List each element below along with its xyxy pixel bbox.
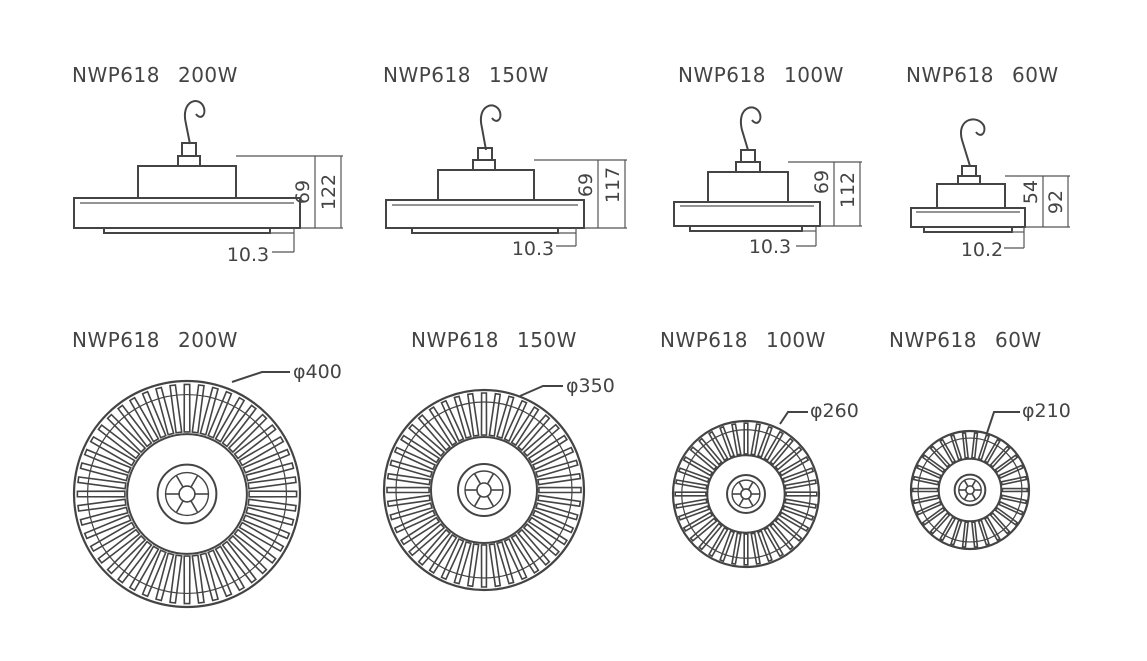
- top-60w-outer-ring: [909, 429, 1031, 551]
- top-200w-outer-ring: [72, 379, 302, 609]
- top-200w-fins: [76, 383, 298, 605]
- top-200w-inner-ring: [86, 393, 288, 595]
- top-100w-diameter: φ260: [810, 400, 859, 422]
- top-150w-inner-ring: [395, 401, 573, 579]
- side-view-100w: 69 112 10.3: [673, 106, 862, 258]
- top-view-100w: [671, 419, 821, 569]
- side-100w-height-total: 112: [837, 172, 859, 208]
- top-150w-outer-ring: [382, 388, 586, 592]
- top-60w-diameter: φ210: [1022, 400, 1071, 422]
- top-150w-diameter-callout: φ350: [519, 375, 615, 397]
- top-view-150w: [382, 388, 586, 592]
- side-view-60w: 54 92 10.2: [910, 118, 1070, 261]
- side-150w-height-body: 69: [575, 173, 597, 197]
- top-60w-middle-ring: [937, 457, 1003, 523]
- top-200w-diameter-callout: φ400: [231, 361, 342, 383]
- side-200w-height-total: 122: [318, 174, 340, 210]
- side-150w-height-total: 117: [602, 167, 624, 203]
- top-view-60w: [909, 429, 1031, 551]
- top-view-200w: [72, 379, 302, 609]
- top-200w-diameter: φ400: [293, 361, 342, 383]
- top-100w-fins: [674, 422, 818, 566]
- side-view-200w: 69 122 10.3: [73, 100, 343, 266]
- top-150w-diameter: φ350: [566, 375, 615, 397]
- top-100w-outer-ring: [671, 419, 821, 569]
- side-200w-lens: 10.3: [227, 244, 269, 266]
- top-150w-middle-ring: [430, 436, 538, 544]
- top-100w-diameter-callout: φ260: [779, 400, 859, 425]
- top-60w-fins: [912, 432, 1028, 548]
- side-view-150w: 69 117 10.3: [385, 104, 627, 260]
- side-100w-height-body: 69: [811, 170, 833, 194]
- side-60w-height-body: 54: [1020, 180, 1042, 204]
- side-150w-lens: 10.3: [512, 238, 554, 260]
- side-100w-lens: 10.3: [749, 236, 791, 258]
- top-60w-inner-ring: [917, 437, 1023, 543]
- top-100w-middle-ring: [706, 454, 786, 534]
- top-200w-middle-ring: [126, 433, 248, 555]
- top-150w-fins: [386, 392, 582, 588]
- side-60w-lens: 10.2: [961, 239, 1003, 261]
- side-200w-height-body: 69: [292, 180, 314, 204]
- top-100w-inner-ring: [681, 429, 811, 559]
- top-60w-diameter-callout: φ210: [986, 400, 1071, 434]
- side-60w-height-total: 92: [1045, 190, 1067, 214]
